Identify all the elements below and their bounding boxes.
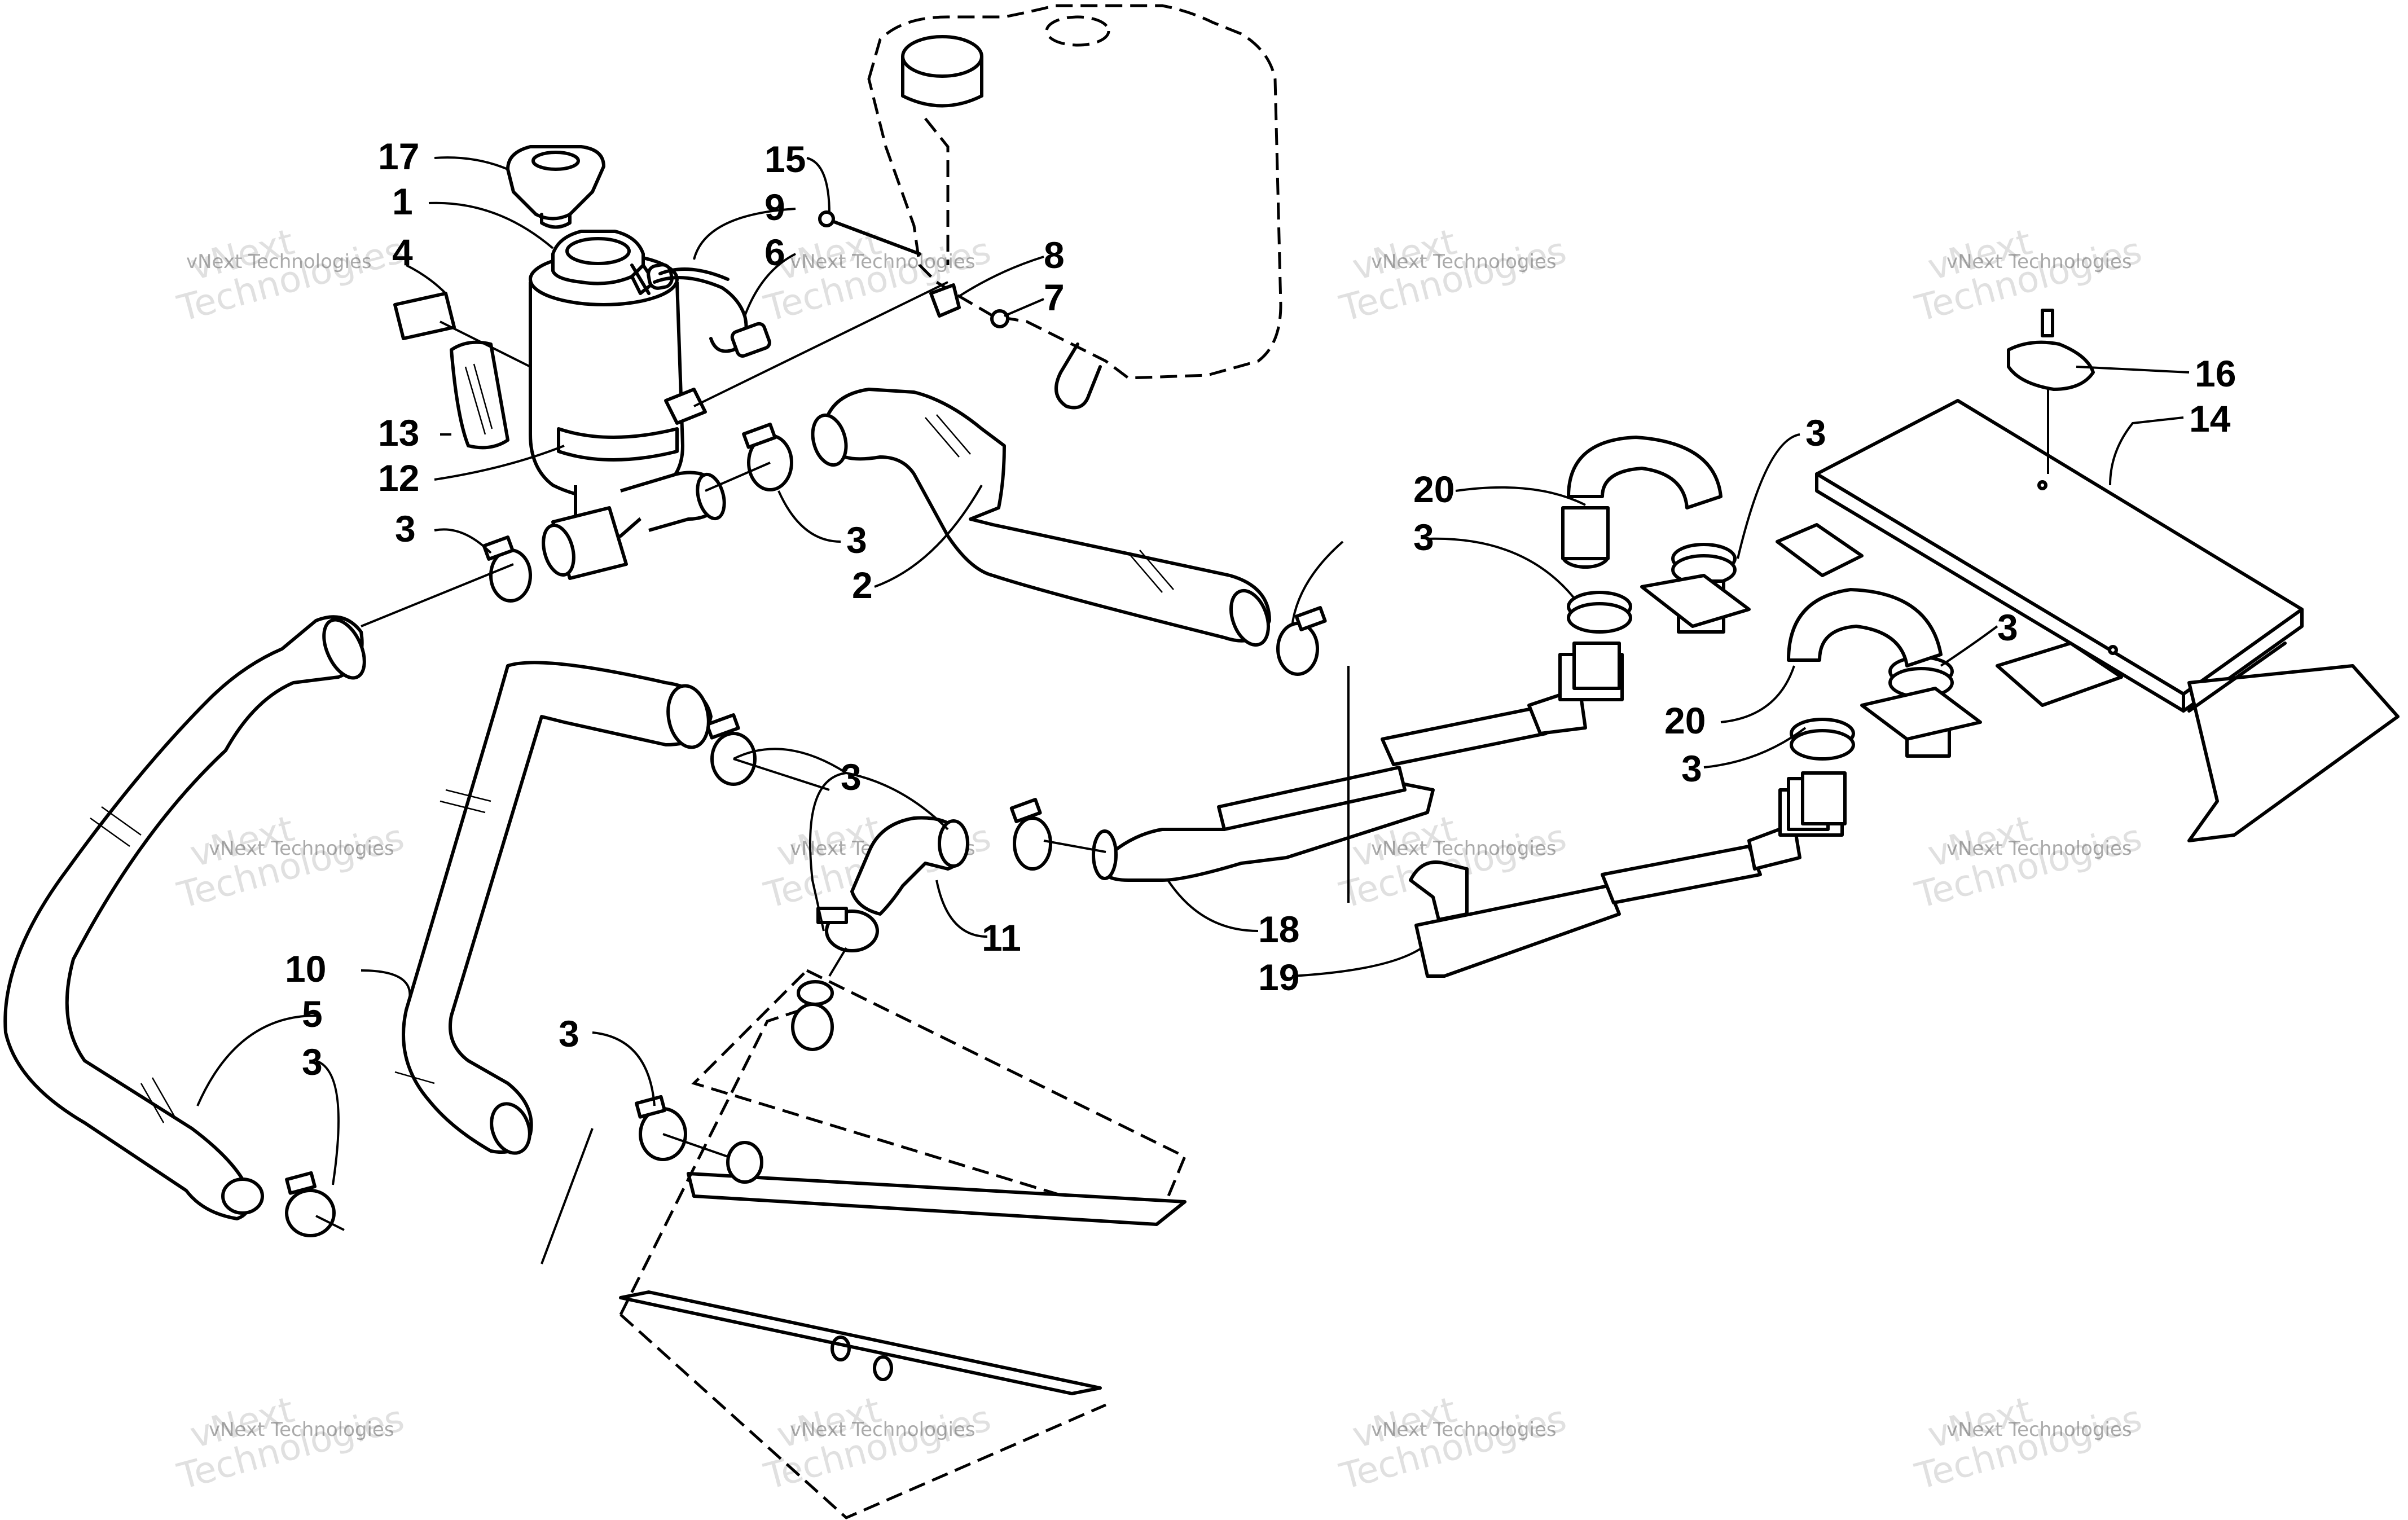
clamp-3-c [1276, 606, 1327, 676]
callout-3: 3 [1681, 748, 1702, 789]
watermark-small: vNext Technologies [1371, 251, 1557, 273]
callout-2: 2 [852, 564, 873, 606]
reservoir-filler-neck [901, 35, 983, 78]
clamp-3-g [635, 1095, 687, 1161]
coolant-reservoir-phantom [867, 4, 1282, 410]
hose-11 [850, 816, 969, 916]
clamp-3-i [1567, 591, 1632, 634]
watermark-small: vNext Technologies [790, 1418, 975, 1441]
clamp-3-a [482, 535, 532, 603]
watermark-small: vNext Technologies [1946, 1418, 2132, 1441]
watermark-small: vNext Technologies [186, 251, 372, 273]
callout-3: 3 [395, 508, 416, 550]
clamp-3-k [1790, 718, 1855, 761]
watermark-small: vNext Technologies [1371, 1418, 1557, 1441]
callout-leaders [196, 156, 2190, 1185]
callout-9: 9 [764, 186, 785, 228]
clamp-3-e [1009, 798, 1052, 871]
hose-10 [394, 661, 713, 1155]
callout-11: 11 [982, 917, 1021, 959]
callout-6: 6 [764, 231, 785, 273]
hose-5 [3, 615, 366, 1220]
callout-3: 3 [1413, 516, 1434, 558]
nut-7 [990, 309, 1009, 328]
callout-19: 19 [1258, 956, 1299, 998]
callout-5: 5 [302, 993, 323, 1035]
callout-20: 20 [1413, 468, 1455, 510]
callout-labels: 17 1 4 13 12 3 15 9 6 8 7 3 2 16 14 20 3… [285, 135, 2236, 1083]
rear-heat-exchanger-14 [1640, 399, 2400, 842]
callout-10: 10 [285, 948, 326, 990]
hose-2 [811, 388, 1271, 647]
washer-8 [929, 283, 961, 318]
callout-18: 18 [1258, 908, 1299, 950]
clamp-3-f [816, 907, 879, 952]
label-13 [450, 340, 509, 450]
fitting-20-upper [1561, 436, 1722, 569]
callout-14: 14 [2189, 398, 2231, 440]
clamp-3-h [285, 1171, 336, 1237]
callout-7: 7 [1044, 276, 1065, 318]
overflow-hose-9 [653, 267, 771, 358]
inlet-pipe [791, 1003, 834, 1051]
callout-4: 4 [392, 231, 413, 273]
callout-12: 12 [378, 457, 419, 499]
watermark-small: vNext Technologies [1371, 837, 1557, 860]
callout-1: 1 [392, 181, 413, 222]
watermark-small: vNext Technologies [209, 837, 394, 860]
clamp-3-b [742, 423, 793, 491]
callout-3: 3 [1997, 607, 2018, 648]
filler-tank [529, 230, 726, 580]
callout-16: 16 [2195, 353, 2236, 394]
clamp-6 [730, 322, 771, 358]
watermark-small: vNext Technologies [790, 251, 975, 273]
watermark-small: vNext Technologies [1946, 251, 2132, 273]
pressure-cap [506, 145, 605, 229]
bolt-15 [818, 210, 921, 256]
callout-15: 15 [764, 138, 806, 180]
clamp-3-d [705, 713, 757, 786]
callout-3: 3 [302, 1041, 323, 1083]
callout-3: 3 [559, 1013, 579, 1055]
decal-4 [393, 292, 456, 340]
callout-3: 3 [1805, 412, 1826, 454]
heat-exchanger-19 [1409, 788, 1844, 978]
plate-16 [2007, 309, 2095, 474]
watermark-small: vNext Technologies [1946, 837, 2132, 860]
callout-8: 8 [1044, 234, 1065, 276]
callout-13: 13 [378, 412, 419, 454]
callout-3: 3 [846, 519, 867, 561]
heat-exchanger-front [619, 968, 1187, 1519]
callout-17: 17 [378, 135, 419, 177]
watermark-small: vNext Technologies [209, 1418, 394, 1441]
callout-20: 20 [1664, 700, 1706, 741]
callout-3: 3 [841, 756, 862, 798]
